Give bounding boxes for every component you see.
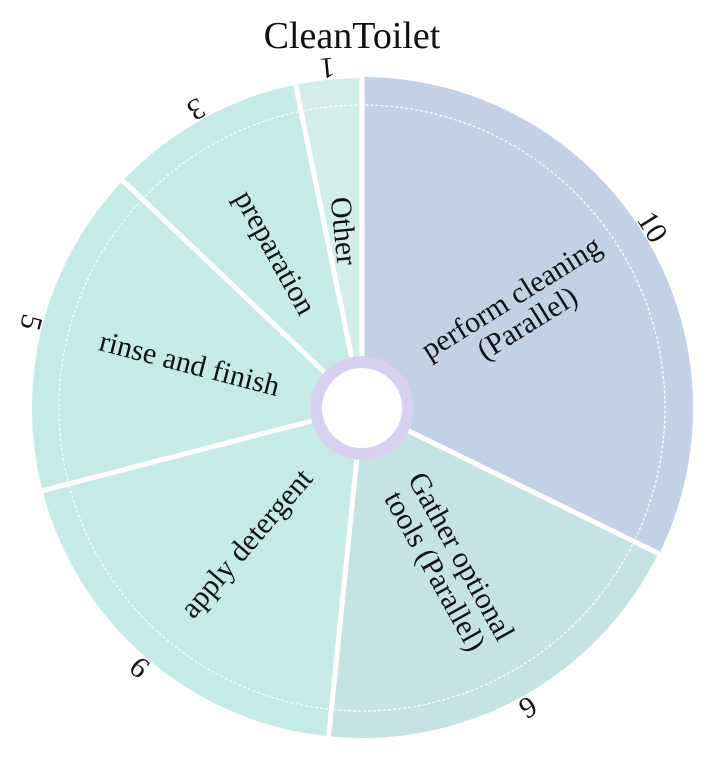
slice-value-3: 5	[13, 311, 49, 334]
slice-1	[331, 431, 658, 739]
slice-value-2: 6	[123, 650, 156, 685]
chart-title: CleanToilet	[264, 15, 441, 57]
slice-5-ring-line	[304, 104, 359, 112]
slice-label-5: Other	[324, 195, 364, 266]
slice-value-5: 1	[318, 51, 336, 85]
slice-4-ring-line	[144, 111, 298, 198]
slice-value-4: 3	[181, 91, 210, 127]
slice-value-1: 6	[513, 689, 542, 725]
slice-1-ring-line	[334, 544, 634, 712]
slice-2	[43, 422, 355, 737]
slice-3	[32, 182, 326, 489]
slice-0	[364, 77, 694, 552]
slice-2-ring-line	[68, 487, 328, 710]
slice-5	[298, 78, 360, 361]
slice-4	[124, 85, 350, 374]
slice-0-ring-line	[365, 104, 666, 539]
center-hole	[322, 368, 402, 448]
slice-3-ring-line	[58, 201, 141, 481]
